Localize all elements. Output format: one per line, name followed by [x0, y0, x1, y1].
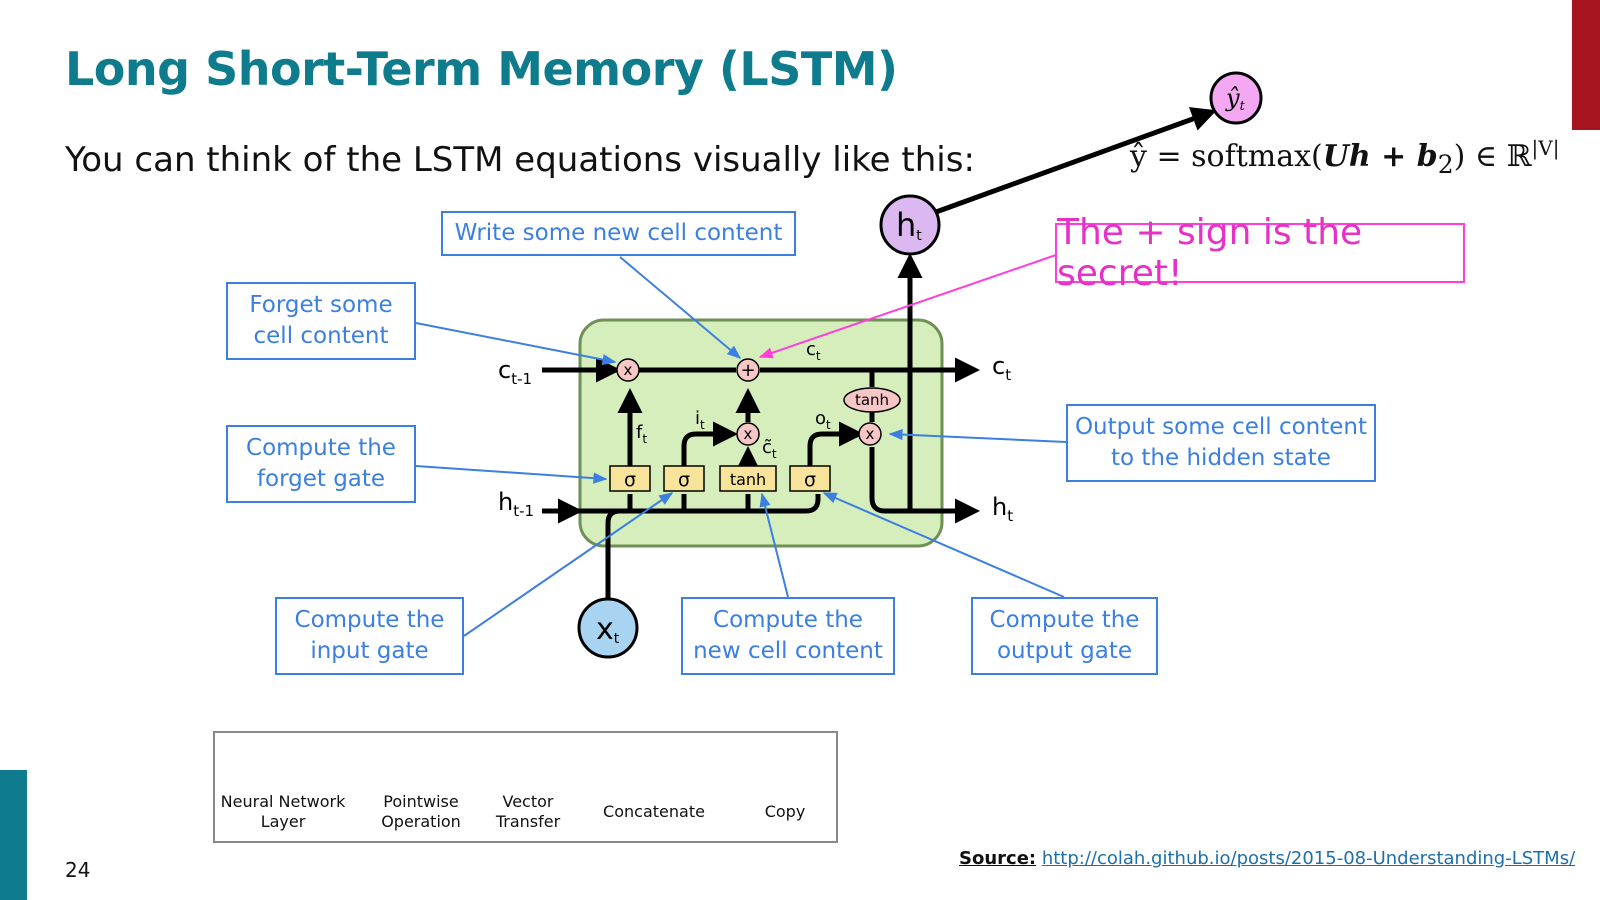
accent-bar-teal	[0, 770, 27, 900]
callout-secret: The + sign is the secret!	[1055, 212, 1465, 294]
input-sigma-layer	[663, 465, 705, 492]
x-node	[577, 597, 639, 659]
y-node-label: ŷt	[1225, 84, 1246, 114]
formula-mid: Uh + b	[1322, 139, 1438, 174]
callout-forget-cell: Forget some cell content	[226, 282, 416, 360]
legend-pointwise-label: Pointwise Operation	[381, 792, 461, 831]
o-label: ot	[815, 408, 831, 432]
c-mid-label: ct	[806, 339, 821, 363]
input-multiply-op	[736, 422, 760, 446]
h-node	[879, 194, 941, 256]
legend-nn-layer-label: Neural Network Layer	[220, 792, 346, 831]
add-op	[736, 358, 760, 382]
c-prev-label: ct-1	[498, 356, 532, 388]
legend-concatenate-label: Concatenate	[603, 802, 705, 821]
source-label: Source:	[959, 848, 1037, 869]
i-label: it	[695, 408, 705, 432]
callout-output-cell: Output some cell content to the hidden s…	[1066, 404, 1376, 482]
c-out-label: ct	[992, 352, 1011, 384]
tanh-op-label: tanh	[855, 391, 889, 409]
source-citation: Source: http://colah.github.io/posts/201…	[959, 848, 1575, 869]
accent-bar-red	[1572, 0, 1600, 130]
tanh-layer	[719, 465, 777, 492]
x-node-label: xt	[596, 612, 620, 647]
h-out-label: ht	[992, 493, 1013, 525]
softmax-formula: ŷ = softmax(Uh + b2) ∈ ℝ|V|	[1130, 136, 1559, 179]
output-sigma-layer	[789, 465, 831, 492]
output-multiply-symbol: x	[866, 425, 875, 443]
callout-input-gate: Compute the input gate	[275, 597, 464, 675]
callout-new-cell: Compute the new cell content	[681, 597, 895, 675]
output-multiply-op	[858, 422, 882, 446]
formula-sup: |V|	[1531, 136, 1560, 160]
nn-layers	[609, 465, 831, 492]
secret-arrow	[758, 254, 1057, 359]
pointwise-ops	[616, 358, 901, 446]
forget-sigma-label: σ	[624, 469, 636, 491]
forget-multiply-symbol: x	[624, 361, 633, 379]
callout-arrows	[415, 256, 1067, 637]
formula-lhs: ŷ = softmax(	[1130, 139, 1323, 174]
callout-forget-gate: Compute the forget gate	[226, 425, 416, 503]
input-multiply-symbol: x	[744, 425, 753, 443]
input-sigma-label: σ	[678, 469, 690, 491]
callout-write-cell: Write some new cell content	[441, 211, 796, 256]
hidden-input-lines	[542, 107, 1217, 598]
legend-vector-transfer-label: Vector Transfer	[495, 792, 561, 831]
legend-box	[213, 731, 838, 843]
output-sigma-label: σ	[804, 469, 816, 491]
callout-output-gate: Compute the output gate	[971, 597, 1158, 675]
slide-title: Long Short-Term Memory (LSTM)	[65, 42, 898, 96]
page-number: 24	[65, 858, 91, 882]
f-label: ft	[636, 422, 647, 446]
forget-sigma-layer	[609, 465, 651, 492]
source-link[interactable]: http://colah.github.io/posts/2015-08-Und…	[1041, 848, 1576, 869]
tanh-layer-label: tanh	[730, 470, 766, 489]
add-symbol: +	[740, 360, 755, 381]
h-node-label: ht	[896, 206, 922, 244]
h-prev-label: ht-1	[498, 488, 534, 520]
y-node	[1209, 71, 1263, 125]
forget-multiply-op	[616, 358, 640, 382]
formula-rhs: ) ∈ ℝ	[1453, 139, 1532, 174]
legend-copy-label: Copy	[764, 802, 806, 821]
formula-sub: 2	[1437, 150, 1454, 179]
tanh-op	[843, 387, 901, 413]
c-tilde-label: c̃t	[762, 437, 777, 461]
slide-subtitle: You can think of the LSTM equations visu…	[65, 140, 975, 180]
